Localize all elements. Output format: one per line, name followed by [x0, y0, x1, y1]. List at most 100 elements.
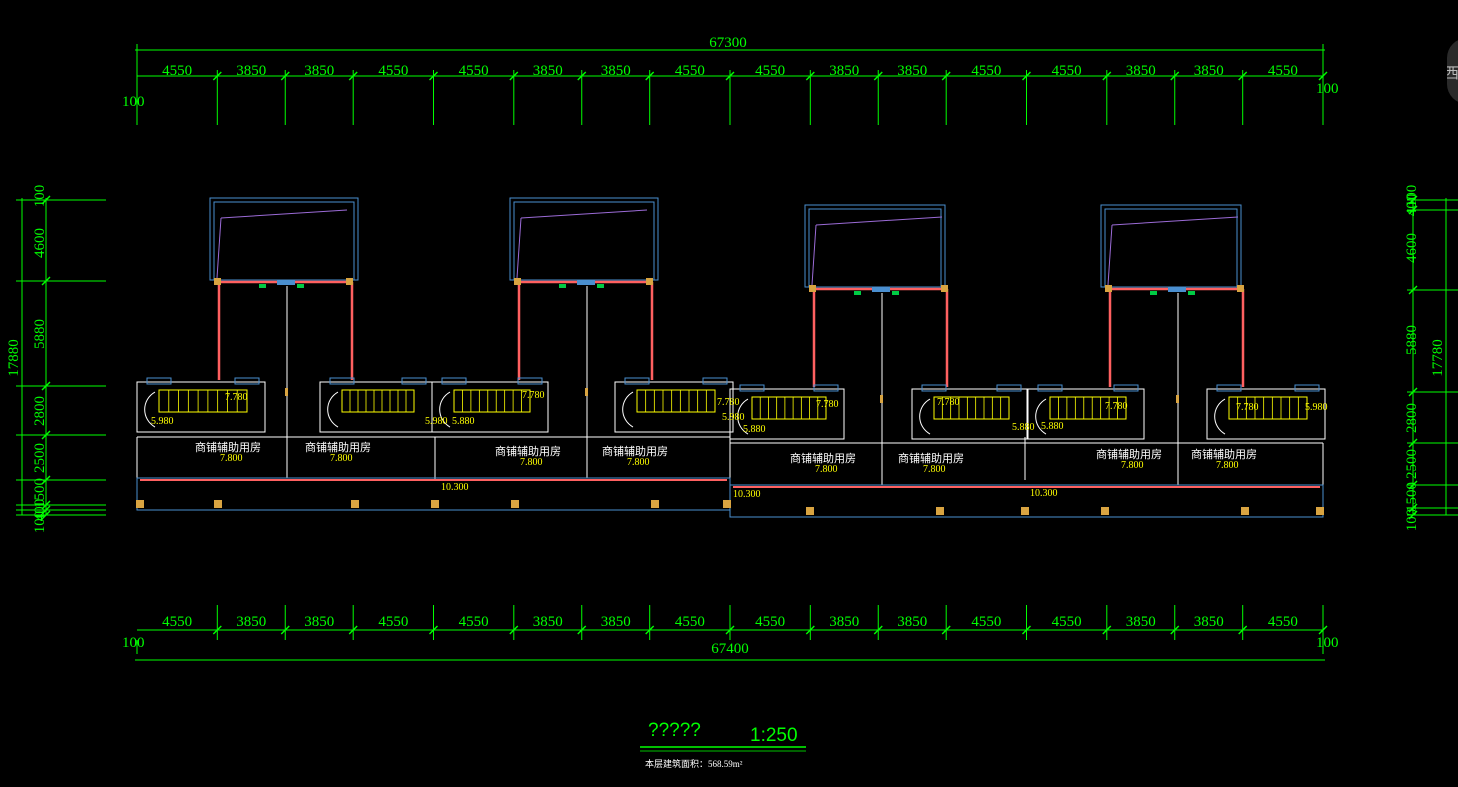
dimension-label: 4550	[162, 614, 192, 630]
window	[329, 377, 355, 385]
dimension-label: 4550	[971, 614, 1001, 630]
column	[1176, 395, 1179, 403]
compass-indicator[interactable]: 西	[1447, 38, 1458, 104]
dimension-label: 4600	[32, 228, 48, 258]
dimension-slash	[509, 71, 519, 81]
dimension-label: 3850	[533, 63, 563, 79]
dimension-label: 4550	[162, 63, 192, 79]
door-marker	[1188, 291, 1195, 295]
room-level: 7.800	[923, 464, 946, 475]
dimension-label: 3850	[829, 63, 859, 79]
window	[1113, 384, 1139, 392]
room-level: 7.800	[815, 464, 838, 475]
door-marker	[892, 291, 899, 295]
dimension-slash	[41, 195, 51, 205]
dimension-slash	[41, 430, 51, 440]
dimension-label: 1500	[1404, 482, 1420, 512]
window	[739, 384, 765, 392]
window	[921, 384, 947, 392]
stair-level: 7.780	[1105, 401, 1128, 412]
dimension-label: 4550	[378, 63, 408, 79]
dimension-label: 400	[32, 499, 48, 522]
window	[234, 377, 260, 385]
column	[880, 395, 883, 403]
column	[646, 278, 653, 285]
dimension-slash	[509, 625, 519, 635]
balcony-diagonal	[520, 209, 648, 219]
dimension-label: 3850	[236, 614, 266, 630]
column	[514, 278, 521, 285]
door-marker	[1150, 291, 1157, 295]
dimension-label: 100	[32, 185, 48, 208]
stair-level: 5.880	[452, 416, 475, 427]
dimension-label: 4550	[1052, 614, 1082, 630]
dimension-slash	[805, 71, 815, 81]
room-name: 商铺辅助用房	[195, 440, 261, 454]
door-marker	[559, 284, 566, 288]
dimension-slash	[1238, 625, 1248, 635]
window	[996, 384, 1022, 392]
column	[351, 500, 359, 508]
dimension-label: 100	[32, 511, 48, 534]
top-edge-left-dimension: 100	[122, 94, 145, 110]
wall-marker	[872, 287, 890, 292]
dimension-slash	[1170, 625, 1180, 635]
dimension-slash	[1170, 71, 1180, 81]
door-marker	[597, 284, 604, 288]
dimension-slash	[805, 625, 815, 635]
stair-flight	[453, 389, 531, 413]
dimension-slash	[1022, 71, 1031, 81]
window	[702, 377, 728, 385]
stair-enclosure	[136, 381, 266, 433]
stair-flight	[341, 389, 415, 413]
dimension-label: 3850	[897, 614, 927, 630]
dimension-label: 4550	[675, 614, 705, 630]
bottom-edge-left-dimension: 100	[122, 635, 145, 651]
dimension-slash	[645, 71, 655, 81]
top-overall-dimension: 67300	[709, 35, 747, 51]
window	[146, 377, 172, 385]
dimension-label: 4550	[971, 63, 1001, 79]
column	[136, 500, 144, 508]
dimension-label: 4550	[459, 614, 489, 630]
dimension-label: 2800	[1404, 403, 1420, 433]
dimension-slash	[1408, 195, 1418, 205]
stair-level: 5.880	[743, 424, 766, 435]
dimension-slash	[1408, 480, 1418, 490]
dimension-slash	[41, 381, 51, 391]
dimension-slash	[941, 625, 951, 635]
stair-enclosure	[1206, 388, 1326, 440]
column	[651, 500, 659, 508]
stair-level: 5.980	[1305, 402, 1328, 413]
drawing-title: ?????	[648, 720, 701, 741]
left-overall-dimension: 17880	[6, 339, 22, 377]
dimension-slash	[348, 71, 358, 81]
dimension-label: 400	[1404, 194, 1420, 217]
balcony-diagonal	[216, 217, 222, 279]
dimension-label: 3850	[1194, 614, 1224, 630]
top-edge-right-dimension: 100	[1316, 81, 1339, 97]
door-swing	[1214, 398, 1226, 435]
room-level: 7.800	[520, 457, 543, 468]
column	[585, 388, 588, 396]
window	[1294, 384, 1320, 392]
dimension-slash	[1408, 387, 1418, 397]
column	[1021, 507, 1029, 515]
dimension-slash	[1408, 438, 1418, 448]
dimension-label: 4550	[755, 63, 785, 79]
room-level: 7.800	[1216, 460, 1239, 471]
dimension-slash	[1102, 71, 1112, 81]
floor-plan	[136, 197, 1326, 518]
window	[401, 377, 427, 385]
column	[1237, 285, 1244, 292]
stair-flight	[1228, 396, 1308, 420]
column	[1101, 507, 1109, 515]
column	[346, 278, 353, 285]
corridor-level: 10.300	[1030, 488, 1058, 499]
dimension-label: 3850	[897, 63, 927, 79]
dimension-label: 3850	[304, 614, 334, 630]
wall-marker	[577, 280, 595, 285]
dimension-slash	[41, 276, 51, 286]
door-swing	[919, 398, 931, 435]
dimension-slash	[645, 625, 655, 635]
